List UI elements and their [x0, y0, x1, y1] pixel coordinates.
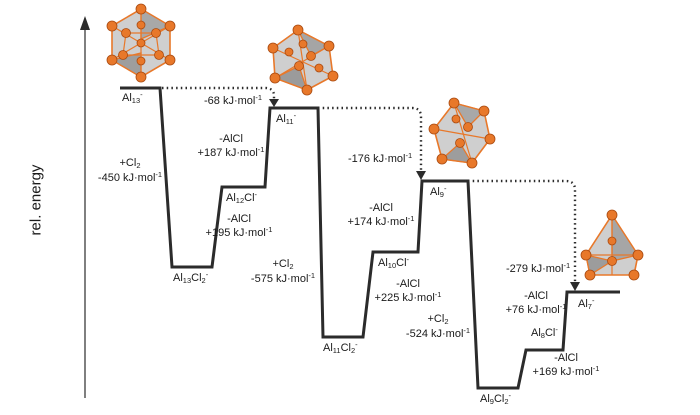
net-arrow-2-head	[416, 171, 426, 180]
net-arrow-2	[318, 106, 423, 176]
al7-cluster-icon	[580, 209, 644, 281]
level-label-al13cl2: Al13Cl2-	[173, 270, 209, 285]
step-3-annotation: -AlCl +187 kJ·mol-1	[197, 133, 265, 159]
level-label-al13: Al13-	[122, 90, 143, 105]
net-arrow-3-head	[570, 282, 580, 291]
al11-cluster-icon	[267, 24, 339, 96]
level-label-al8cl: Al8Cl-	[531, 325, 558, 340]
net-energy-1: -68 kJ·mol-1	[204, 93, 263, 107]
step-5-annotation: -AlCl +225 kJ·mol-1	[374, 278, 442, 304]
step-9-annotation: -AlCl +76 kJ·mol-1	[505, 290, 567, 316]
step-4-annotation: +Cl2 -575 kJ·mol-1	[250, 258, 316, 285]
level-label-al11: Al11-	[276, 111, 297, 126]
net-energy-2: -176 kJ·mol-1	[348, 151, 413, 165]
y-axis-arrowhead	[80, 16, 90, 30]
step-2-annotation: -AlCl +195 kJ·mol-1	[205, 213, 273, 239]
net-arrow-1-head	[269, 99, 279, 107]
level-label-al7: Al7-	[578, 296, 595, 311]
y-axis-label: rel. energy	[27, 164, 45, 236]
net-energy-3: -279 kJ·mol-1	[506, 261, 571, 275]
step-6-annotation: -AlCl +174 kJ·mol-1	[347, 202, 415, 228]
al13-cluster-icon	[106, 3, 176, 83]
level-label-al11cl2: Al11Cl2-	[323, 340, 358, 355]
level-label-al9: Al9-	[430, 184, 447, 199]
al9-cluster-icon	[428, 97, 496, 169]
level-label-al9cl2: Al9Cl2-	[480, 391, 512, 406]
level-label-al10cl: Al10Cl-	[378, 255, 410, 270]
step-1-annotation: +Cl2 -450 kJ·mol-1	[97, 157, 163, 184]
step-7-annotation: +Cl2 -524 kJ·mol-1	[405, 313, 471, 340]
step-8-annotation: -AlCl +169 kJ·mol-1	[532, 352, 600, 378]
energy-profile	[120, 86, 620, 390]
level-label-al12cl: Al12Cl-	[226, 190, 258, 205]
